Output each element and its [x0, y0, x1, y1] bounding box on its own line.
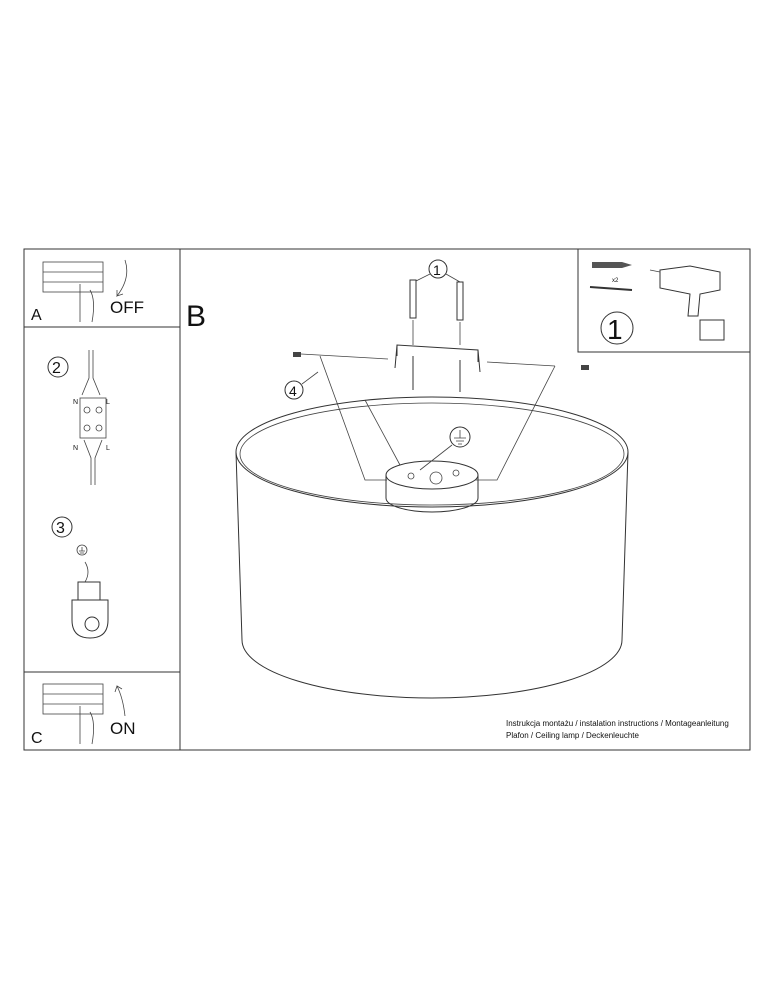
- panel-a-action: OFF: [110, 298, 144, 317]
- ground-icon: [79, 547, 85, 554]
- panel-b-letter: B: [186, 300, 206, 333]
- terminal-n-bottom: N: [73, 445, 78, 452]
- step-1-circle: [428, 259, 448, 279]
- panel-a-letter: A: [31, 307, 42, 324]
- footer-line-1: Instrukcja montażu / instalation instruc…: [506, 719, 729, 728]
- step-4-circle: [284, 380, 304, 400]
- wall-plug-and-screw-icon: [589, 262, 633, 291]
- tools-step-number: 1: [607, 314, 623, 345]
- step-2-number: 2: [52, 360, 61, 377]
- outer-frame: [23, 248, 751, 751]
- tools-panel: [577, 248, 751, 353]
- step-1-leader: [415, 273, 461, 283]
- step-4-number: 4: [289, 383, 297, 399]
- terminal-l-top: L: [106, 399, 110, 406]
- wall-plugs-illustration: [409, 279, 464, 345]
- lamp-shade: [235, 396, 629, 699]
- terminal-block-illustration: [79, 350, 107, 485]
- step-3-number: 3: [56, 520, 65, 537]
- footer-line-2: Plafon / Ceiling lamp / Deckenleuchte: [506, 731, 640, 740]
- terminal-n-top: N: [73, 399, 78, 406]
- step-2-circle: [47, 356, 69, 378]
- panel-c-letter: C: [31, 730, 43, 747]
- step-1-number: 1: [433, 262, 441, 278]
- ground-connector-illustration: [71, 544, 109, 639]
- tools-step-circle: [600, 311, 634, 345]
- drill-icon: [649, 265, 725, 341]
- arrow-up-icon: [114, 684, 126, 717]
- step-3-circle: [51, 516, 73, 538]
- terminal-l-bottom: L: [106, 445, 110, 452]
- step-4-leader: [301, 371, 319, 385]
- mounting-bracket: [394, 344, 481, 392]
- panel-c-action: ON: [110, 719, 136, 738]
- breaker-off-illustration: [42, 259, 128, 323]
- arrow-down-icon: [115, 259, 128, 297]
- ground-icon: [419, 430, 466, 471]
- ground-symbol-circle: [449, 426, 471, 448]
- quantity-label: x2: [612, 278, 619, 284]
- side-screws: [293, 352, 589, 481]
- breaker-on-illustration: [42, 683, 126, 745]
